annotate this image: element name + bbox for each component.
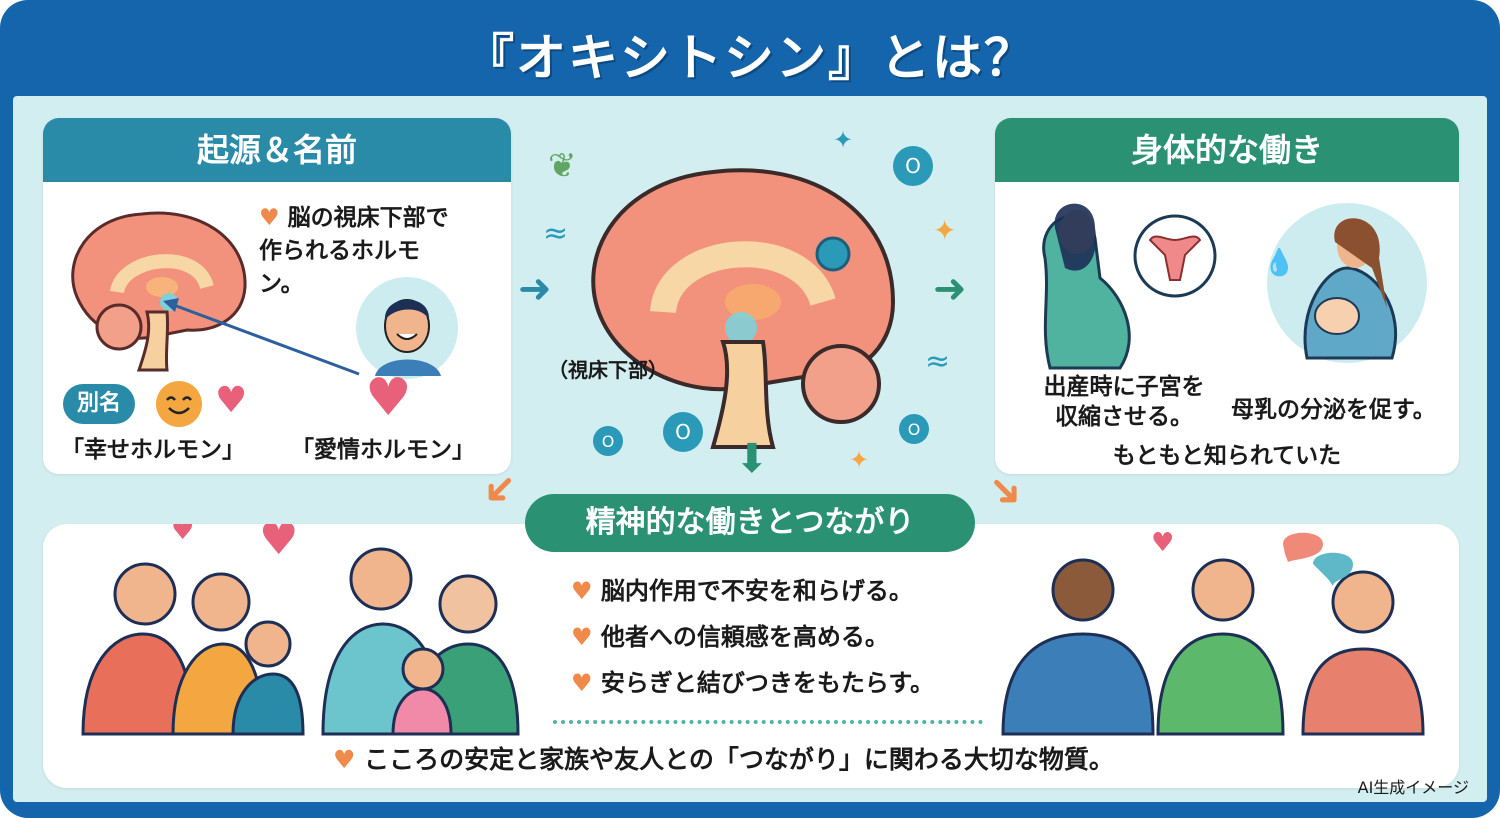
- arrow-down-icon: ⬇: [735, 436, 769, 482]
- physical-item-uterus: 出産時に子宮を 収縮させる。: [1043, 374, 1205, 430]
- oxytocin-molecule-icon: O: [663, 412, 703, 452]
- mental-bullet-item: ♥ 安らぎと結びつきをもたらす。: [571, 669, 934, 697]
- hypothalamus-label: （視床下部）: [548, 358, 668, 382]
- physical-item-lactation: 母乳の分泌を促す。: [1231, 397, 1436, 423]
- heart-bullet-icon: ♥: [571, 623, 593, 651]
- pregnant-woman-illustration: [1042, 203, 1131, 370]
- oxytocin-molecule-icon: O: [593, 426, 623, 456]
- svg-text:O: O: [675, 420, 691, 444]
- ai-generated-credit: AI生成イメージ: [1357, 778, 1469, 797]
- smiley-face-icon: [156, 381, 202, 427]
- leaf-icon: ❦: [548, 146, 577, 186]
- friends-illustration: [1001, 532, 1425, 736]
- breastfeeding-mother-illustration: [1267, 203, 1427, 363]
- origin-panel: 起源＆名前 ♥ 脳の視床下部で 作られるホルモ ン。: [43, 118, 511, 474]
- page-title: 『オキシトシン』とは？: [464, 29, 1036, 87]
- arrow-right-icon: ➜: [518, 266, 552, 312]
- sparkle-icon: ✦: [849, 446, 870, 474]
- origin-description: ♥ 脳の視床下部で 作られるホルモ ン。: [259, 205, 449, 297]
- physical-footer: もともと知られていた: [1112, 443, 1342, 469]
- dotted-divider: [553, 720, 983, 724]
- center-brain-illustration: [591, 168, 896, 449]
- sparkle-icon: ✦: [833, 126, 854, 154]
- alias-label: 別名: [63, 384, 135, 424]
- sparkle-icon: ✦: [933, 214, 957, 247]
- heart-icon: ♥: [365, 368, 412, 428]
- brain-illustration: [71, 211, 247, 372]
- heart-bullet-icon: ♥: [259, 205, 280, 231]
- mental-bullet-item: ♥ 他者への信頼感を高める。: [571, 623, 889, 651]
- heart-icon: ♥: [171, 524, 195, 546]
- uterus-icon: [1133, 214, 1217, 298]
- physical-panel: 身体的な働き 💧 出産時に子宮を 収縮させる。 母: [995, 118, 1459, 474]
- mental-summary: ♥ こころの安定と家族や友人との「つながり」に関わる大切な物質。: [333, 745, 1114, 774]
- pointer-arrow-icon: [163, 298, 360, 376]
- heart-bullet-icon: ♥: [333, 745, 356, 774]
- smiling-man-avatar: [356, 277, 458, 379]
- alias-love-hormone: 「愛情ホルモン」: [291, 437, 475, 463]
- heart-icon: ♥: [259, 524, 299, 565]
- heart-icon: ♥: [215, 380, 248, 421]
- svg-text:O: O: [905, 154, 921, 178]
- wave-icon: ≈: [925, 344, 951, 379]
- mental-panel-header: 精神的な働きとつながり: [525, 494, 975, 552]
- mental-panel: ♥ ♥ ♥ 脳内作用で不安を和らげる。 ♥ 他者への信頼感を高める。 ♥ 安らぎ…: [43, 524, 1459, 788]
- heart-icon: ♥: [1151, 528, 1175, 558]
- arrow-right-icon: ➜: [933, 266, 967, 312]
- origin-panel-header: 起源＆名前: [43, 118, 511, 182]
- heart-bullet-icon: ♥: [571, 577, 593, 605]
- mental-bullets: ♥ 脳内作用で不安を和らげる。 ♥ 他者への信頼感を高める。 ♥ 安らぎと結びつ…: [571, 568, 934, 706]
- water-drop-icon: 💧: [1263, 248, 1296, 278]
- oxytocin-molecule-icon: O: [899, 414, 929, 444]
- svg-text:O: O: [602, 432, 615, 451]
- alias-happiness-hormone: 「幸せホルモン」: [61, 437, 245, 463]
- heart-bullet-icon: ♥: [571, 669, 593, 697]
- family-illustration: [81, 547, 520, 736]
- content-area: 起源＆名前 ♥ 脳の視床下部で 作られるホルモ ン。: [13, 96, 1487, 802]
- physical-panel-header: 身体的な働き: [995, 118, 1459, 182]
- oxytocin-molecule-icon: O: [893, 146, 933, 186]
- mental-bullet-item: ♥ 脳内作用で不安を和らげる。: [571, 577, 913, 605]
- svg-text:O: O: [908, 420, 921, 439]
- wave-icon: ≈: [543, 216, 569, 251]
